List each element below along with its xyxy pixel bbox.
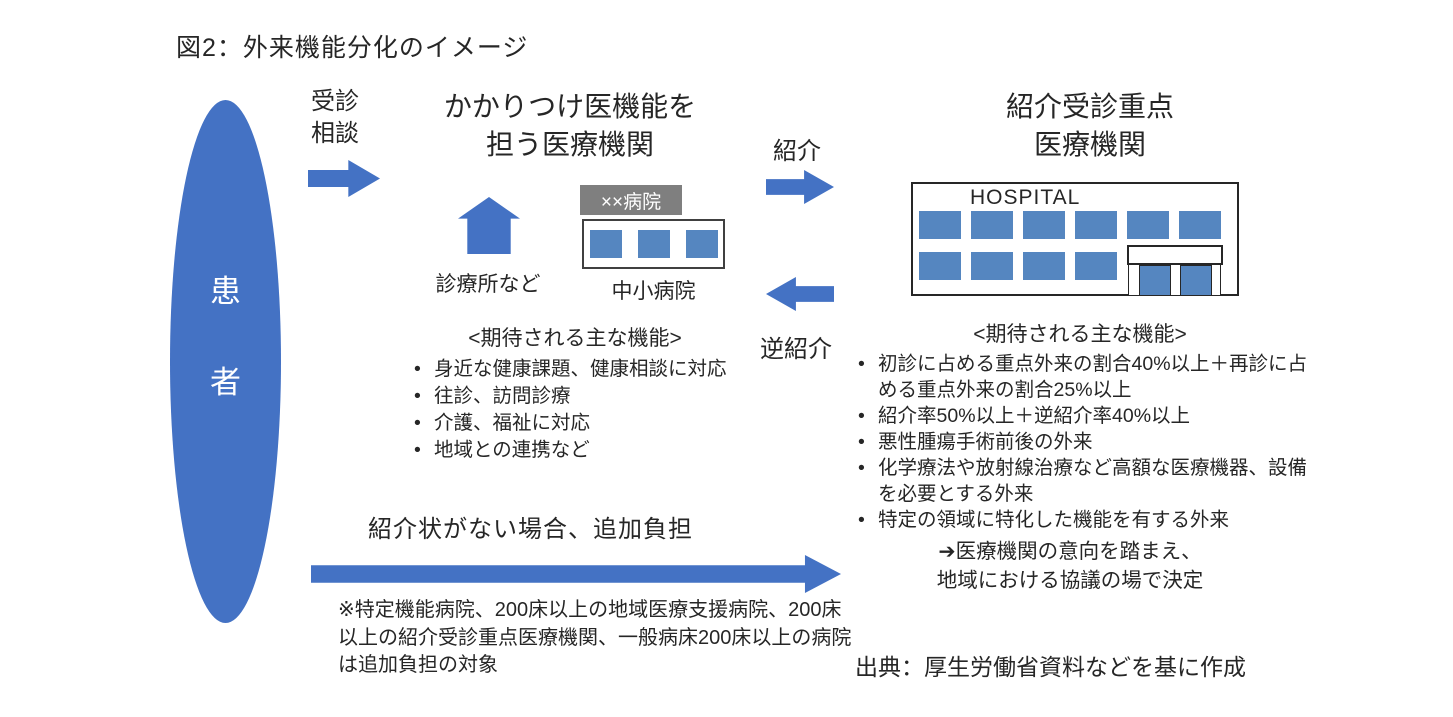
hospital-window bbox=[971, 252, 1013, 280]
hospital-doors bbox=[1128, 263, 1221, 296]
sm-hospital-window bbox=[685, 230, 718, 258]
list-item: 化学療法や放射線治療など高額な医療機器、設備を必要とする外来 bbox=[852, 455, 1312, 507]
hospital-window bbox=[1023, 252, 1065, 280]
hospital-door bbox=[1139, 265, 1171, 296]
hospital-window bbox=[1075, 252, 1117, 280]
patient-char-2: 者 bbox=[210, 364, 241, 400]
right-facility-heading-line1: 紹介受診重点 bbox=[1005, 91, 1174, 122]
sm-hospital-label: 中小病院 bbox=[611, 280, 696, 303]
hospital-window bbox=[1075, 211, 1117, 239]
left-facility-heading: かかりつけ医機能を 担う医療機関 bbox=[402, 88, 738, 164]
referral-arrow-icon bbox=[766, 170, 834, 204]
hospital-window bbox=[971, 211, 1013, 239]
hospital-window bbox=[1127, 211, 1169, 239]
hospital-canopy bbox=[1127, 245, 1223, 265]
list-item: 紹介率50%以上＋逆紹介率40%以上 bbox=[852, 403, 1312, 429]
decision-note-line2: 地域における協議の場で決定 bbox=[936, 569, 1204, 592]
hospital-door bbox=[1180, 265, 1212, 296]
patient-ellipse-icon: 患 者 bbox=[170, 100, 281, 623]
right-facility-heading: 紹介受診重点 医療機関 bbox=[940, 88, 1240, 164]
sm-hospital-building-icon bbox=[582, 219, 725, 269]
left-functions-list: 身近な健康課題、健康相談に対応 往診、訪問診療 介護、福祉に対応 地域との連携な… bbox=[408, 356, 753, 464]
sm-hospital-sign: ××病院 bbox=[580, 185, 682, 215]
left-facility-heading-line2: 担う医療機関 bbox=[485, 129, 654, 160]
reverse-referral-arrow-icon bbox=[766, 277, 834, 311]
hospital-window bbox=[1023, 211, 1065, 239]
right-functions-list: 初診に占める重点外来の割合40%以上＋再診に占める重点外来の割合25%以上 紹介… bbox=[852, 351, 1312, 533]
no-referral-arrow-label: 紹介状がない場合、追加負担 bbox=[368, 516, 693, 543]
figure-title: 図2：外来機能分化のイメージ bbox=[176, 34, 529, 62]
decision-note: ➔医療機関の意向を踏まえ、 地域における協議の場で決定 bbox=[910, 537, 1230, 595]
clinic-label: 診療所など bbox=[435, 273, 541, 296]
list-item: 悪性腫瘍手術前後の外来 bbox=[852, 429, 1312, 455]
hospital-entrance-icon bbox=[1127, 245, 1223, 296]
right-facility-heading-line2: 医療機関 bbox=[1033, 129, 1146, 160]
right-functions-title: <期待される主な機能> bbox=[973, 323, 1187, 346]
patient-char-1: 患 bbox=[210, 273, 241, 309]
list-item: 身近な健康課題、健康相談に対応 bbox=[408, 356, 753, 383]
list-item: 地域との連携など bbox=[408, 437, 753, 464]
consult-arrow-icon bbox=[308, 160, 380, 197]
consult-label: 受診 相談 bbox=[311, 86, 359, 150]
hospital-window bbox=[919, 252, 961, 280]
list-item: 特定の領域に特化した機能を有する外来 bbox=[852, 507, 1312, 533]
hospital-sign-text: HOSPITAL bbox=[970, 186, 1081, 209]
list-item: 往診、訪問診療 bbox=[408, 383, 753, 410]
list-item: 初診に占める重点外来の割合40%以上＋再診に占める重点外来の割合25%以上 bbox=[852, 351, 1312, 403]
consult-label-line2: 相談 bbox=[311, 120, 359, 147]
consult-label-line1: 受診 bbox=[311, 88, 359, 115]
referral-label: 紹介 bbox=[773, 138, 821, 165]
left-facility-heading-line1: かかりつけ医機能を bbox=[443, 91, 697, 122]
hospital-window bbox=[1179, 211, 1221, 239]
hospital-window bbox=[919, 211, 961, 239]
hospital-building-icon: HOSPITAL bbox=[911, 182, 1239, 296]
list-item: 介護、福祉に対応 bbox=[408, 410, 753, 437]
sm-hospital-window bbox=[589, 230, 622, 258]
footnote: ※特定機能病院、200床以上の地域医療支援病院、200床以上の紹介受診重点医療機… bbox=[338, 599, 852, 676]
left-functions-title: <期待される主な機能> bbox=[468, 327, 682, 350]
clinic-house-icon bbox=[458, 197, 520, 254]
sm-hospital-window bbox=[637, 230, 670, 258]
reverse-referral-label: 逆紹介 bbox=[760, 336, 832, 363]
source-attribution: 出典：厚生労働省資料などを基に作成 bbox=[855, 654, 1246, 680]
additional-charge-arrow-icon bbox=[311, 555, 841, 593]
decision-note-line1: ➔医療機関の意向を踏まえ、 bbox=[938, 540, 1202, 563]
